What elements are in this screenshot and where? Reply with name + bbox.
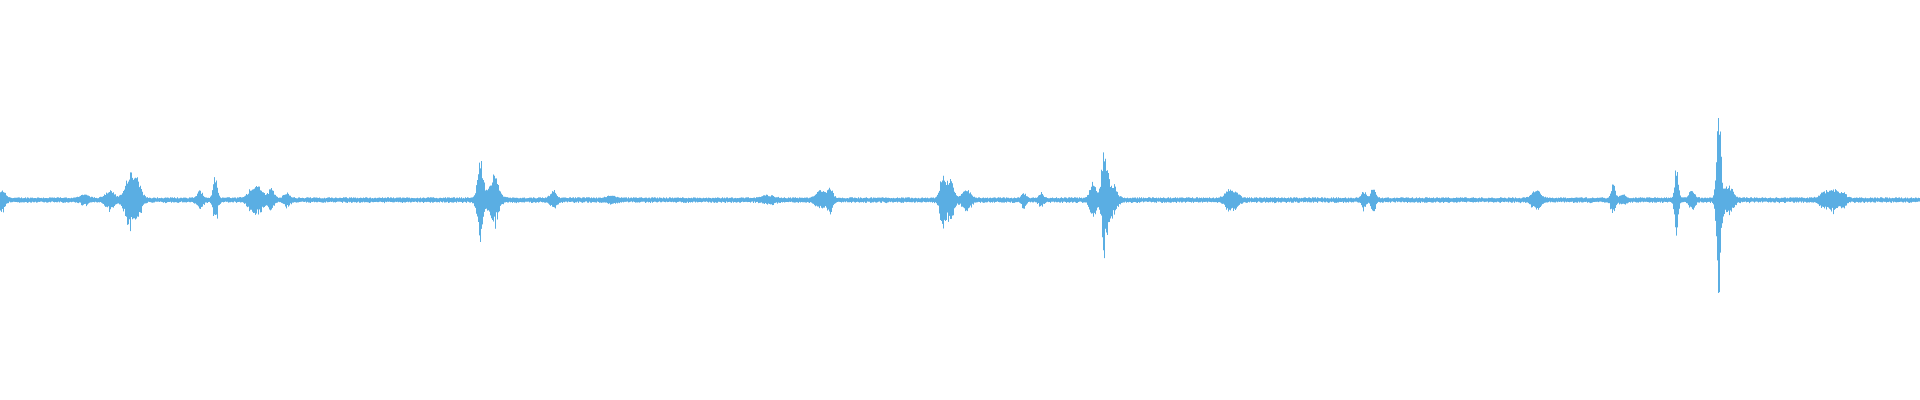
waveform-path — [0, 118, 1920, 294]
waveform-bars — [0, 118, 1920, 294]
